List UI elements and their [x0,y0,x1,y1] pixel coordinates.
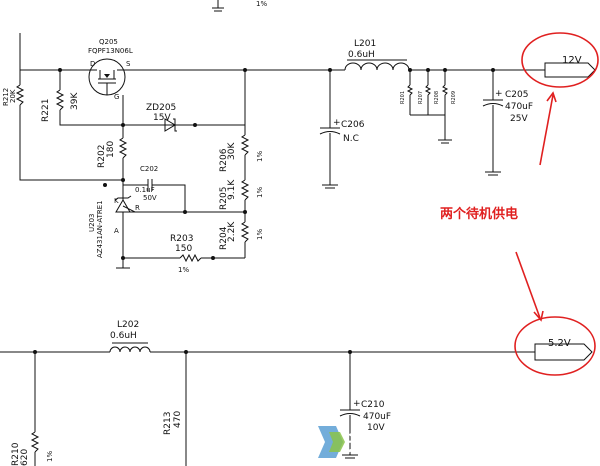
q205-pin-g: G [114,93,119,101]
u203-shunt-regulator [114,195,185,269]
c205-ref: C205 [505,90,528,100]
l202-ref: L202 [117,320,139,330]
arrow-up-icon [539,91,557,166]
chinafix-logo-icon [318,426,345,458]
c206-capacitor: + [319,70,341,189]
r202-ref: R202 [97,145,107,168]
r203-value: 150 [175,244,192,254]
c210-voltage: 10V [367,423,385,433]
zd205-ref: ZD205 [146,103,176,113]
r-array-3: R209 [451,91,457,104]
u203-part: AZ431AN-ATRE1 [96,200,104,258]
watermark-cn: 迅维网 [348,431,408,455]
watermark-en: Chinafix.com [436,429,600,457]
zd205-zener [150,118,197,132]
top-partial-tolerance: 1% [256,0,267,8]
rail-12v-junctions [58,68,495,214]
r212-ref: R212 [2,88,10,106]
r212-value: 20K [9,89,17,103]
c202-value: 0.1uF [135,186,155,194]
q205-pin-d: D [90,60,95,68]
r221-resistor [55,89,65,111]
r206-value: 30K [227,142,237,160]
r-array-2: R208 [434,91,440,104]
l201-value: 0.6uH [348,50,375,60]
c210-value: 470uF [363,412,391,422]
r213-value: 470 [173,411,183,428]
r203-tol: 1% [178,266,189,274]
l201-ref: L201 [354,39,376,49]
u203-pin-r: R [135,204,140,212]
q205-mosfet [85,58,130,125]
svg-text:+: + [333,118,341,128]
c206-value: N.C [343,134,359,144]
r221-value: 39K [70,92,80,110]
r210-tol: 1% [46,451,54,462]
u203-ref: U203 [88,214,96,232]
net-flag-12v [544,62,596,78]
arrow-down-icon [515,251,544,322]
r210-value: 620 [20,449,30,466]
resistor-array [406,70,452,144]
annotation-note: 两个待机供电 [440,206,518,222]
r221-ref: R221 [41,99,51,122]
r206-tol: 1% [256,151,264,162]
r204-ref: R204 [219,226,229,250]
r205-ref: R205 [219,187,229,210]
r204-tol: 1% [256,229,264,240]
r-array-1: R207 [418,91,424,104]
q205-pin-s: S [126,60,131,68]
c202-capacitor [123,179,245,213]
r204-value: 2.2K [227,221,237,242]
divider-column [240,70,250,258]
r210-ref: R210 [11,442,21,466]
c210-capacitor: + [339,399,361,459]
c205-capacitor: + [482,70,504,176]
zd205-value: 15V [153,113,171,123]
r203-ref: R203 [170,234,193,244]
r202-value: 180 [106,141,116,158]
q205-part: FQPF13N06L [88,47,133,55]
q205-ref: Q205 [99,38,118,46]
highlight-circle-12v [521,32,599,88]
l202-inductor [109,342,151,353]
r210-resistor [30,431,40,466]
c202-ref: C202 [140,165,158,173]
c206-ref: C206 [341,120,365,130]
u203-pin-k: K [114,197,119,205]
c210-ref: C210 [361,400,385,410]
rail-5v2-wires [0,350,520,466]
highlight-circle-5v2 [514,316,596,376]
watermark: 迅维网 Chinafix.com [318,426,600,458]
c205-value: 470uF [505,102,533,112]
svg-text:+: + [495,89,503,99]
r213-ref: R213 [163,412,173,435]
l201-inductor [344,59,410,71]
u203-pin-a: A [114,227,119,235]
r203-resistor [179,253,245,263]
r202-resistor [118,125,128,200]
net-12v-label: 12V [562,55,582,66]
r212-resistor [15,84,25,106]
net-5v2-label: 5.2V [548,338,571,349]
r205-tol: 1% [256,187,264,198]
c205-voltage: 25V [510,114,528,124]
l202-value: 0.6uH [110,331,137,341]
svg-text:+: + [353,399,361,409]
c202-voltage: 50V [143,194,157,202]
net-flag-5v2 [520,343,593,361]
r206-ref: R206 [219,148,229,172]
r-array-0: R201 [400,91,406,104]
top-partial-ground [212,0,224,12]
r205-value: 9.1K [227,179,237,200]
